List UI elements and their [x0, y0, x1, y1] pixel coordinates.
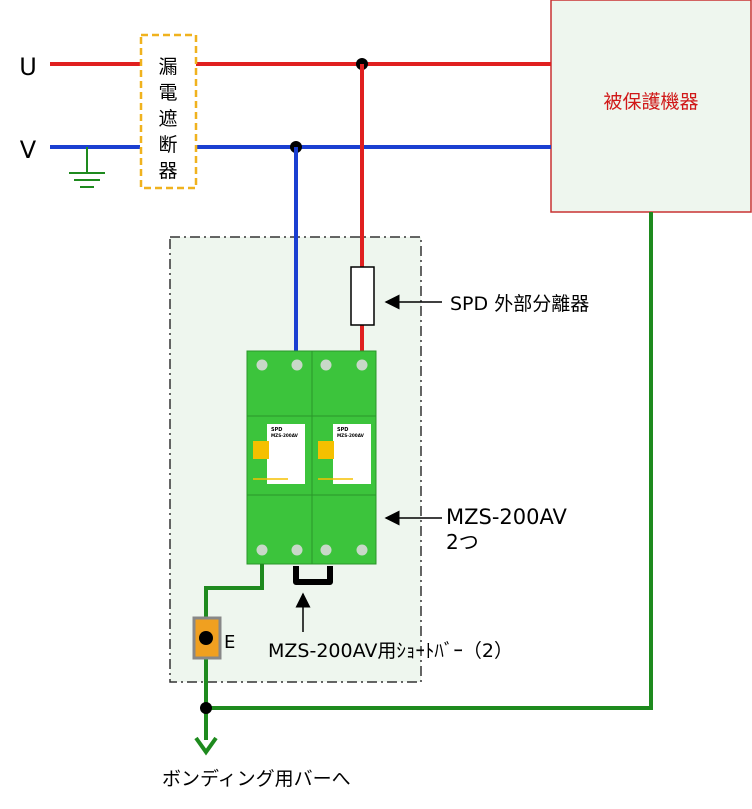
bonding-bar-label: ボンディング用バーへ	[162, 768, 351, 790]
spd-module-right: SPD MZS-200AV	[311, 350, 377, 565]
spd-right-label-line2: MZS-200AV	[337, 433, 365, 438]
ground-symbol-icon	[69, 147, 105, 188]
v-line-label: V	[20, 136, 37, 164]
short-bar-label: MZS-200AV用ｼｮｰﾄﾊﾞｰ（2）	[268, 640, 513, 662]
breaker-char-2: 電	[158, 82, 177, 104]
breaker-char-4: 断	[158, 134, 177, 156]
spd-left-label-line2: MZS-200AV	[271, 433, 299, 438]
protected-device-box	[550, 0, 752, 213]
spd-module-left: SPD MZS-200AV	[246, 350, 313, 565]
breaker-char-5: 器	[158, 160, 177, 182]
short-bar	[293, 566, 333, 585]
mzs-model-label: MZS-200AV	[446, 505, 568, 529]
earth-terminal-label: E	[224, 632, 235, 653]
spd-disconnector-label: SPD 外部分離器	[450, 293, 589, 315]
spd-right-label-line1: SPD	[337, 427, 348, 433]
u-line-label: U	[19, 53, 37, 81]
device-ground-wire	[206, 212, 653, 710]
ground-junction-dot	[200, 702, 212, 714]
spd-left-label-line1: SPD	[271, 427, 282, 433]
spd-disconnector	[350, 266, 375, 326]
spd-ground-wire	[204, 564, 264, 740]
earth-leakage-breaker	[139, 33, 198, 190]
earth-terminal-dot	[199, 631, 213, 645]
mzs-count-label: 2つ	[446, 530, 479, 554]
protected-device-label: 被保護機器	[603, 91, 698, 113]
breaker-char-1: 漏	[158, 56, 177, 78]
breaker-char-3: 遮	[158, 108, 177, 130]
bonding-arrow-icon	[194, 736, 218, 756]
